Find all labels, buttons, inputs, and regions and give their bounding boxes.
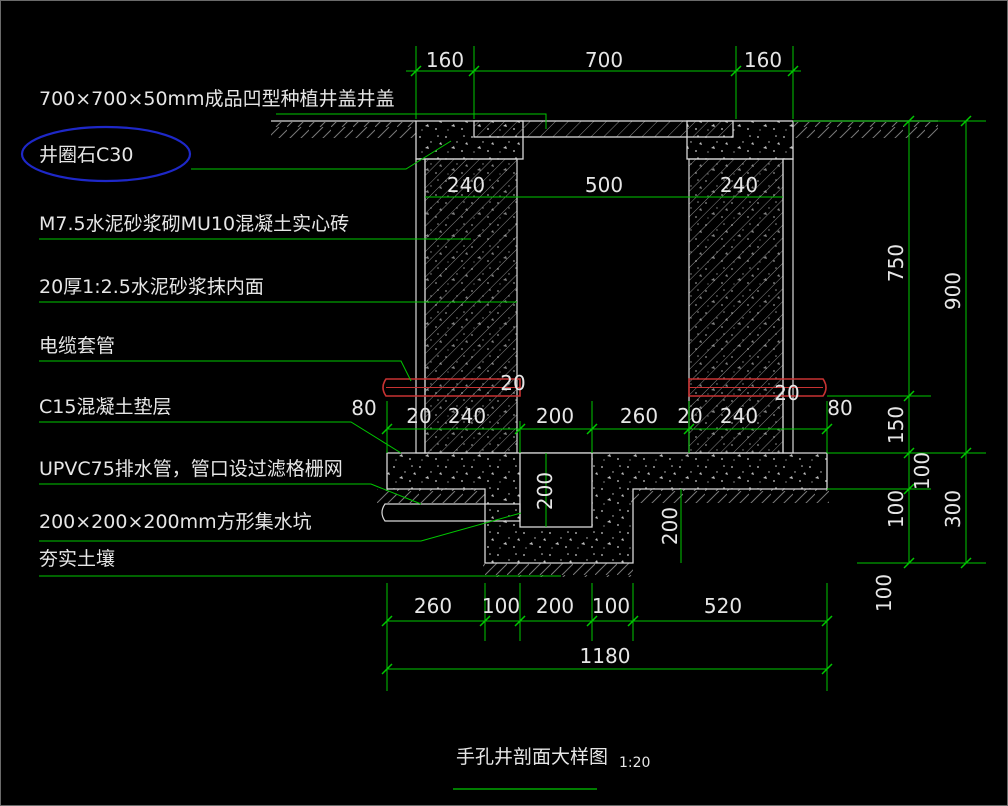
dim-right-100b: 100 [884, 490, 908, 528]
dim-top-a: 160 [426, 48, 464, 72]
dim-right-100a: 100 [910, 452, 934, 490]
highlight-ellipse [20, 125, 192, 183]
dim-bottom-total: 1180 [580, 644, 631, 668]
dim-top-c: 160 [744, 48, 782, 72]
label-pit: 200×200×200mm方形集水坑 [39, 511, 312, 533]
label-masonry: M7.5水泥砂浆砌MU10混凝土实心砖 [39, 213, 349, 235]
label-cushion: C15混凝土垫层 [39, 396, 171, 418]
brick-walls [415, 158, 794, 454]
dimension-lines [381, 46, 986, 691]
dim-mid-overhang-right: 80 [827, 396, 852, 420]
label-plaster: 20厚1:2.5水泥砂浆抹内面 [39, 276, 264, 298]
dim-pit-inner: 200 [533, 472, 557, 510]
label-cover: 700×700×50mm成品凹型种植井盖井盖 [39, 88, 395, 110]
base-slab [386, 452, 828, 564]
label-drain: UPVC75排水管，管口设过滤格栅网 [39, 458, 343, 480]
dim-right-100c: 100 [872, 574, 896, 612]
title-main: 手孔井剖面大样图 [456, 746, 608, 768]
callout-labels: 700×700×50mm成品凹型种植井盖井盖 井圈石C30 M7.5水泥砂浆砌M… [39, 88, 395, 570]
dim-mid-plaster-left: 20 [406, 404, 431, 428]
title-scale: 1:20 [619, 755, 650, 771]
sump-pit [519, 452, 593, 528]
dim-bottom-a: 260 [414, 594, 452, 618]
dim-bottom-b: 100 [482, 594, 520, 618]
drain-pipe [381, 503, 521, 522]
dim-upper-inner: 500 [585, 173, 623, 197]
dim-mid-space-right: 260 [620, 404, 658, 428]
dim-upper-wall-left: 240 [447, 173, 485, 197]
label-cable: 电缆套管 [39, 335, 115, 357]
dim-mid-overhang-left: 80 [351, 396, 376, 420]
dimension-texts: 160 700 160 240 500 240 20 20 80 20 240 … [351, 48, 965, 668]
dim-pipe-left: 20 [500, 371, 525, 395]
cable-pipes [382, 378, 827, 397]
dim-upper-wall-right: 240 [720, 173, 758, 197]
dim-right-150: 150 [884, 406, 908, 444]
dim-right-750: 750 [884, 244, 908, 282]
dim-bottom-c: 200 [536, 594, 574, 618]
dim-mid-wall-right: 240 [720, 404, 758, 428]
well-ring [415, 120, 794, 160]
dim-pipe-right: 20 [774, 381, 799, 405]
label-soil: 夯实土壤 [39, 548, 115, 570]
leader-lines [39, 113, 561, 577]
drawing-title: 手孔井剖面大样图 1:20 [453, 746, 650, 790]
dim-pit-outer: 200 [658, 507, 682, 545]
dim-top-b: 700 [585, 48, 623, 72]
dim-mid-space-left: 200 [536, 404, 574, 428]
dim-right-300: 300 [941, 490, 965, 528]
dim-bottom-d: 100 [592, 594, 630, 618]
dim-bottom-e: 520 [704, 594, 742, 618]
dim-mid-wall-left: 240 [448, 404, 486, 428]
cover-plate [473, 120, 734, 138]
dim-right-900: 900 [941, 272, 965, 310]
label-ring: 井圈石C30 [39, 144, 133, 166]
dim-mid-plaster-right: 20 [677, 404, 702, 428]
